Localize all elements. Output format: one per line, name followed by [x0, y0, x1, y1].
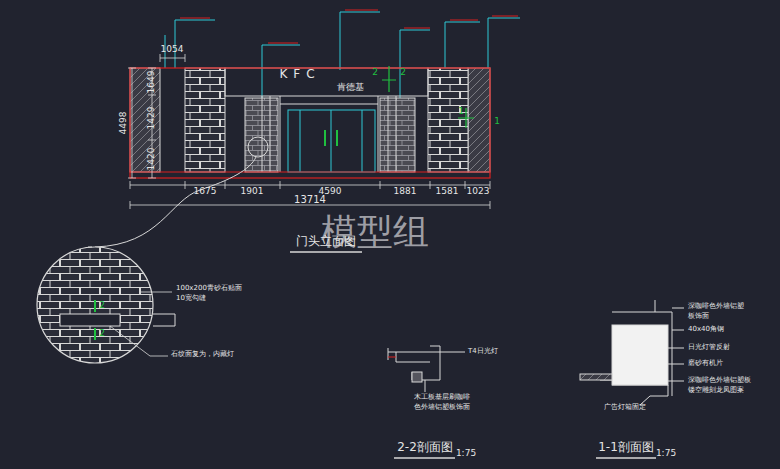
label: 1054	[161, 45, 184, 55]
label: 1	[458, 107, 464, 117]
label: 板饰面	[688, 313, 709, 321]
label: 深咖啡色外墙铝塑	[688, 303, 744, 311]
label: 1023	[467, 187, 490, 197]
label: KFC	[279, 68, 320, 81]
label: 1	[494, 117, 500, 127]
label: 2	[372, 68, 378, 78]
label: 2	[99, 301, 105, 311]
label: 1420	[147, 148, 157, 171]
label: 色外墙铝塑板饰面	[414, 404, 470, 412]
label: 100x200青砂石贴面	[176, 285, 242, 293]
label: 1429	[147, 107, 157, 130]
label: 木工板基层刷咖啡	[414, 394, 470, 402]
label: 日光灯管反射	[688, 344, 730, 352]
label: 4498	[119, 112, 129, 135]
label: 石纹面复为，内藏灯	[171, 351, 234, 359]
label: 1:75	[456, 449, 476, 459]
label: 1581	[436, 187, 459, 197]
label: 肯德基	[337, 83, 364, 93]
label: 1901	[241, 187, 264, 197]
label: 广告灯箱固定	[604, 404, 646, 412]
label: 磨砂有机片	[688, 360, 723, 368]
label: 10宽勾缝	[176, 295, 206, 303]
label: 深咖啡色外墙铝塑板	[688, 377, 751, 385]
label: 1-1剖面图	[598, 441, 654, 454]
label: 40x40角钢	[688, 326, 724, 334]
label: 1881	[394, 187, 417, 197]
label: 1649	[147, 71, 157, 94]
label: 2	[99, 329, 105, 339]
label: T4日光灯	[468, 348, 498, 356]
label: 13714	[294, 194, 326, 205]
label: 2-2剖面图	[397, 441, 453, 454]
label: 1675	[194, 187, 217, 197]
label: 2	[400, 68, 406, 78]
label: 镂空雕刻龙凤图案	[688, 387, 744, 395]
label: 1:75	[656, 449, 676, 459]
label: 门头立面图	[296, 235, 356, 248]
